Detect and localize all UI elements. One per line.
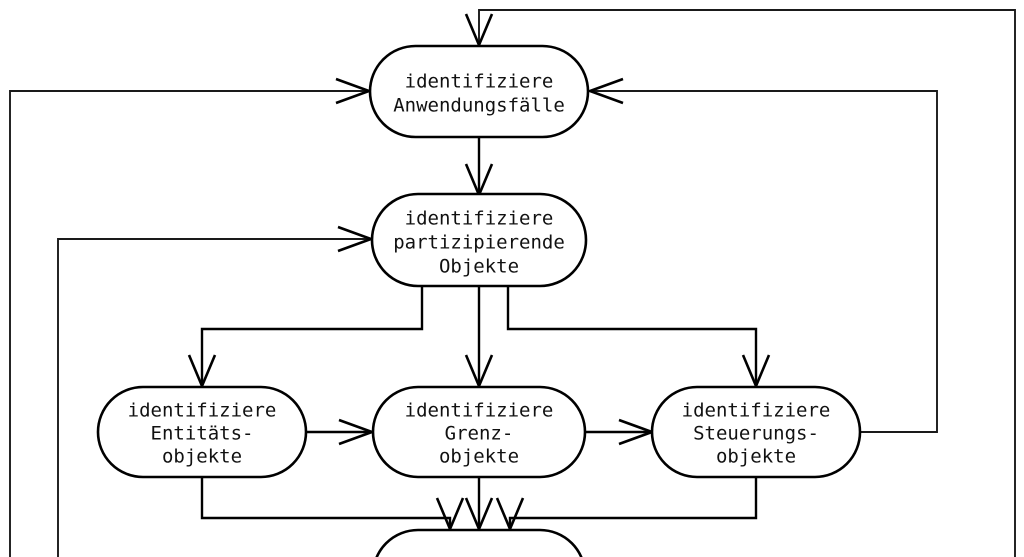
node-steuerungs-objekte-shape <box>650 385 862 479</box>
edge-left-inner-rail <box>57 238 370 557</box>
node-steuerungs-objekte-line-2: objekte <box>716 446 796 468</box>
edge-left-outer-rail <box>9 90 368 557</box>
arrowhead-right-into-anwendungsfaelle <box>586 77 624 105</box>
edge-outer-top-rail <box>478 9 1016 557</box>
node-bottom-clipped[interactable] <box>373 528 585 557</box>
edge-partizipierende-to-steuerungs <box>506 286 758 385</box>
edge-partizipierende-to-entitaets <box>200 286 424 385</box>
node-partizipierende-objekte-line-2: Objekte <box>439 256 519 278</box>
node-grenz-objekte-line-0: identifiziere <box>405 400 554 422</box>
node-anwendungsfaelle[interactable]: identifiziere Anwendungsfälle <box>368 44 590 139</box>
node-entitaets-objekte-shape <box>96 385 308 479</box>
node-grenz-objekte-line-1: Grenz- <box>445 423 514 445</box>
node-anwendungsfaelle-line-1: Anwendungsfälle <box>393 95 565 117</box>
edge-layer <box>9 9 1016 557</box>
node-bottom-clipped-shape <box>375 528 583 557</box>
edge-steuerungs-to-anwendungsfaelle <box>591 90 938 433</box>
node-anwendungsfaelle-shape <box>368 44 590 139</box>
node-partizipierende-objekte-line-1: partizipierende <box>393 232 565 254</box>
node-entitaets-objekte-line-2: objekte <box>162 446 242 468</box>
node-entitaets-objekte-line-0: identifiziere <box>128 400 277 422</box>
node-grenz-objekte[interactable]: identifiziere Grenz- objekte <box>371 385 587 479</box>
node-steuerungs-objekte-line-1: Steuerungs- <box>693 423 819 445</box>
edge-steuerungs-to-bottom <box>508 478 758 528</box>
node-grenz-objekte-shape <box>371 385 587 479</box>
node-grenz-objekte-line-2: objekte <box>439 446 519 468</box>
node-anwendungsfaelle-line-0: identifiziere <box>405 71 554 93</box>
edge-entitaets-to-bottom <box>200 478 452 528</box>
node-steuerungs-objekte[interactable]: identifiziere Steuerungs- objekte <box>650 385 862 479</box>
node-partizipierende-objekte-shape <box>370 192 588 288</box>
node-partizipierende-objekte-line-0: identifiziere <box>405 208 554 230</box>
node-entitaets-objekte[interactable]: identifiziere Entitäts- objekte <box>96 385 308 479</box>
node-entitaets-objekte-line-1: Entitäts- <box>151 423 254 445</box>
node-steuerungs-objekte-line-0: identifiziere <box>682 400 831 422</box>
node-partizipierende-objekte[interactable]: identifiziere partizipierende Objekte <box>370 192 588 288</box>
